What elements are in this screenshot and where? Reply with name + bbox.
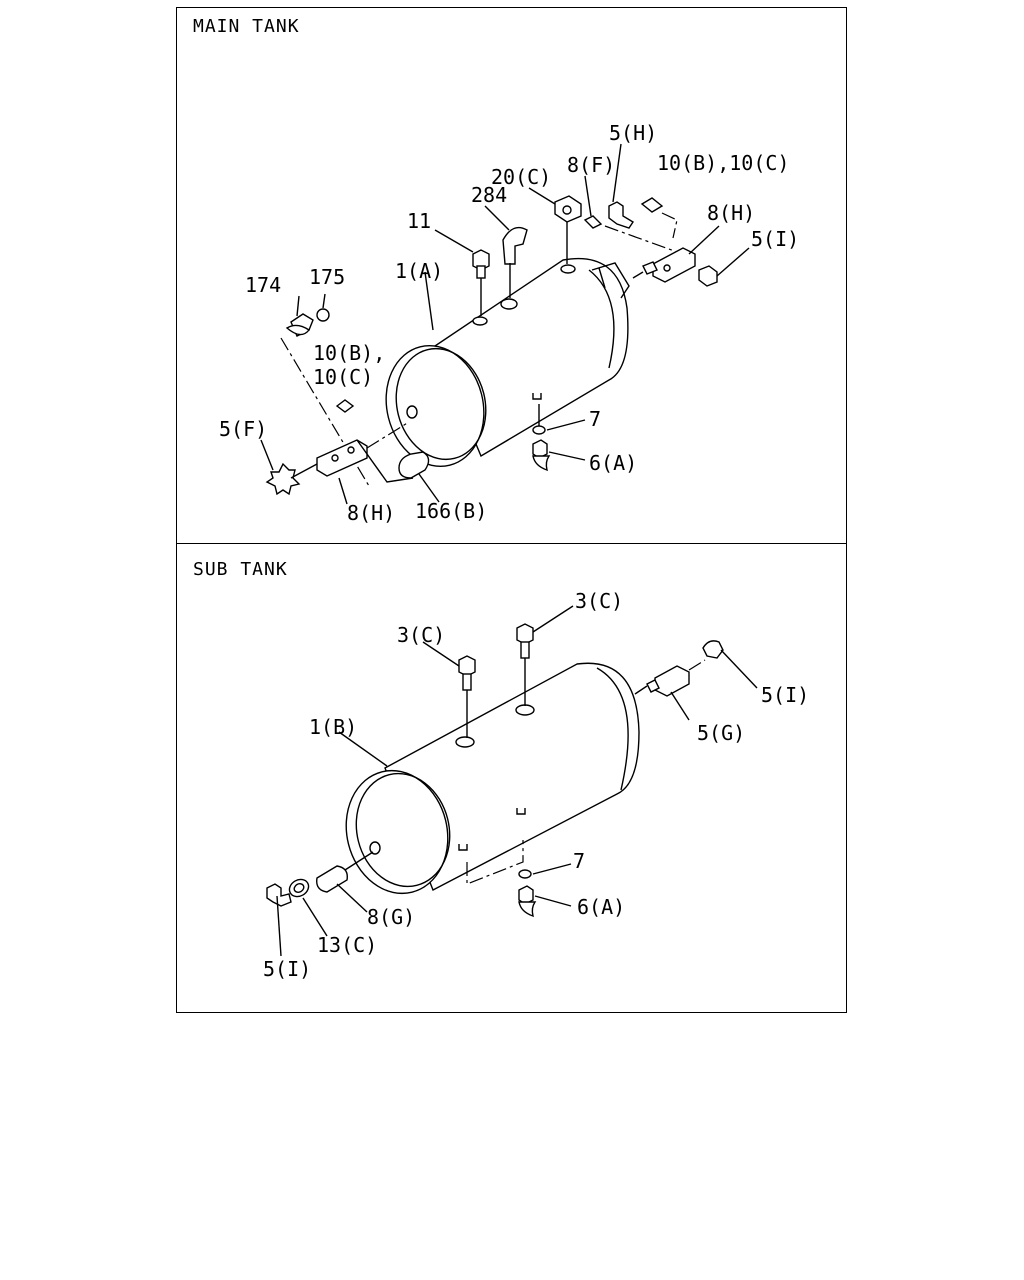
label-175: 175 [309,265,345,289]
part-5I-right [702,640,724,659]
part-7 [518,869,532,879]
part-3C-left [458,655,476,738]
part-6A [532,439,551,472]
label-166B: 166(B) [415,499,487,523]
label-5F: 5(F) [219,417,267,441]
label-174: 174 [245,273,281,297]
label-20C: 20(C) [491,165,551,189]
part-5G [634,665,690,697]
part-174 [285,313,314,337]
part-3C-right [516,623,534,706]
label-10B-10C: 10(B),10(C) [657,151,789,175]
tank-port [455,736,475,748]
part-175 [316,308,330,322]
label-7: 7 [573,849,585,873]
label-5G: 5(G) [697,721,745,745]
part-5I [698,265,718,287]
label-1B: 1(B) [309,715,357,739]
label-8F: 8(F) [567,153,615,177]
main-tank-title: MAIN TANK [193,16,300,37]
label-284: 284 [471,183,507,207]
part-10B-10C-top [640,197,678,239]
part-11 [472,249,490,316]
part-284 [502,226,528,298]
part-8H-bottom [316,421,414,483]
part-5H [608,201,634,229]
tank-port [515,704,535,716]
part-166B [398,451,430,479]
part-5F [265,462,318,496]
part-8G [316,851,374,893]
main-tank-diagram: 5(H) 8(F) 10(B),10(C) 20(C) 284 8(H) 11 … [219,121,799,525]
sub-tank-title: SUB TANK [193,559,288,580]
main-tank-panel: MAIN TANK [176,7,847,544]
label-6A: 6(A) [577,895,625,919]
label-13C: 13(C) [317,933,377,957]
tank-port [472,316,488,326]
leader-line [604,225,678,253]
label-5I-right: 5(I) [761,683,809,707]
part-8H-top [632,247,696,283]
main-tank-body [385,257,630,468]
sub-tank-diagram: 3(C) 3(C) 5(I) 1(B) 5(G) 7 6(A) 8(G) 13(… [263,589,809,981]
label-8H-bottom: 8(H) [347,501,395,525]
leader-line [688,659,706,671]
label-5I-left: 5(I) [263,957,311,981]
label-8G: 8(G) [367,905,415,929]
part-8F [583,215,603,229]
part-5I-left [266,883,292,907]
part-7 [532,404,546,435]
tank-port [369,841,381,855]
part-6A [518,885,537,918]
part-20C [554,195,582,264]
sub-tank-panel: SUB TANK [176,543,847,1013]
label-5I: 5(I) [751,227,799,251]
tank-port [560,264,576,274]
label-10B: 10(B), [313,341,385,365]
part-10B-10C-left [335,399,355,413]
label-10C: 10(C) [313,365,373,389]
part-13C [288,878,310,898]
label-8H-top: 8(H) [707,201,755,225]
label-11: 11 [407,209,431,233]
leader-lines [260,143,750,505]
label-7: 7 [589,407,601,431]
leader-lines [276,605,758,957]
tank-port [500,298,518,310]
label-5H: 5(H) [609,121,657,145]
tank-port [406,405,418,419]
label-1A: 1(A) [395,259,443,283]
label-3C-left: 3(C) [397,623,445,647]
label-3C-right: 3(C) [575,589,623,613]
label-6A: 6(A) [589,451,637,475]
sub-tank-body [345,662,640,895]
